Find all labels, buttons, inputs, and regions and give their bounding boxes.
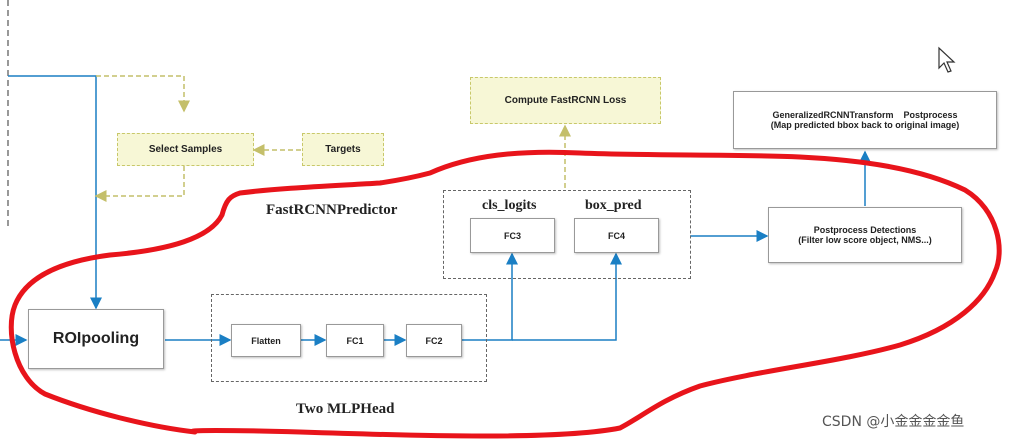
mlphead-title: Two MLPHead — [296, 401, 395, 417]
roipooling-label: ROIpooling — [52, 330, 140, 347]
select-to-pool-arrow — [94, 166, 185, 202]
flatten-node: Flatten — [231, 324, 301, 357]
fc1-node: FC1 — [326, 324, 384, 357]
flatten-label: Flatten — [251, 335, 281, 346]
select-samples-node: Select Samples — [117, 133, 254, 166]
fc1-label: FC1 — [346, 335, 364, 346]
fc2-node: FC2 — [406, 324, 462, 357]
fc2-label: FC2 — [425, 335, 443, 346]
compute-loss-label: Compute FastRCNN Loss — [504, 95, 627, 106]
transform-postprocess-label: GeneralizedRCNNTransform Postprocess — [772, 110, 958, 120]
compute-loss-node: Compute FastRCNN Loss — [470, 77, 661, 124]
predictor-title: FastRCNNPredictor — [266, 202, 398, 218]
fc2-to-fc4-arrow — [512, 252, 622, 341]
fc4-label: FC4 — [607, 230, 625, 241]
fc3-node: FC3 — [470, 218, 555, 253]
transform-postprocess-node: GeneralizedRCNNTransform Postprocess (Ma… — [733, 91, 997, 149]
targets-label: Targets — [325, 144, 361, 155]
red-highlight-loop — [8, 149, 1002, 439]
watermark: CSDN @小金金金金鱼 — [822, 414, 965, 430]
targets-node: Targets — [302, 133, 384, 166]
fc3-label: FC3 — [503, 230, 521, 241]
cls-logits-title: cls_logits — [482, 198, 537, 213]
mouse-cursor-icon — [938, 46, 956, 73]
postprocess-detections-node: Postprocess Detections (Filter low score… — [768, 207, 962, 263]
box-pred-title: box_pred — [585, 198, 642, 213]
postprocess-detections-sublabel: (Filter low score object, NMS...) — [798, 235, 932, 245]
postprocess-detections-label: Postprocess Detections — [813, 225, 917, 235]
fc4-node: FC4 — [574, 218, 659, 253]
predictor-group — [443, 190, 691, 279]
transform-postprocess-sublabel: (Map predicted bbox back to original ima… — [770, 120, 960, 130]
roipooling-node: ROIpooling — [28, 309, 164, 369]
proposals-to-select-arrow — [96, 75, 190, 113]
mlphead-group — [211, 294, 487, 382]
select-samples-label: Select Samples — [148, 144, 223, 155]
